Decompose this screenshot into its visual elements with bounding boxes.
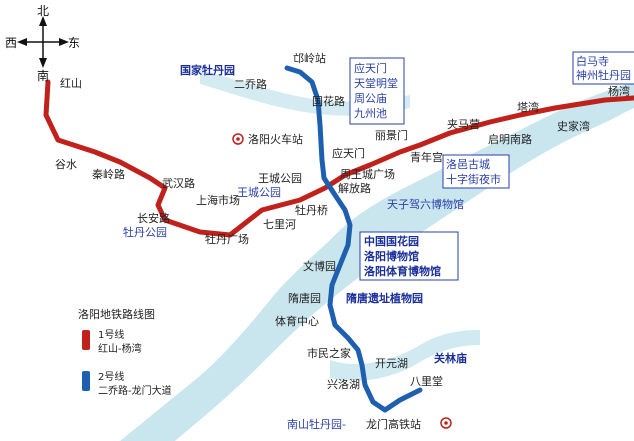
svg-text:中国国花园: 中国国花园 [364, 234, 419, 248]
station-label: 武汉路 [162, 177, 195, 190]
station-label: 国花路 [312, 95, 345, 108]
station-label: 塔湾 [517, 100, 539, 114]
train-station-icon [232, 133, 244, 145]
svg-text:神州牡丹园: 神州牡丹园 [576, 68, 631, 82]
station-label: 夹马营 [447, 117, 480, 131]
compass-south: 南 [37, 68, 49, 83]
station-label: 青年宫 [410, 150, 443, 164]
station-label: 史家湾 [557, 119, 590, 133]
station-label: 秦岭路 [92, 167, 125, 181]
compass-east: 东 [68, 36, 80, 50]
station-label: 兴洛湖 [327, 377, 360, 391]
station-label: 解放路 [338, 181, 371, 195]
station-label: 八里堂 [410, 375, 443, 388]
line2-labels: 二乔路 邙岭站 国花路 应天门 解放路 牡丹桥 文博园 隋唐园 体育中心 市民之… [234, 51, 443, 431]
box-yingtianmen: 应天门 天堂明堂 周公庙 九州池 [349, 57, 405, 125]
landmark-label: 关林庙 [434, 351, 467, 365]
station-label: 牡丹广场 [205, 232, 249, 246]
landmark-label: 天子驾六博物馆 [387, 197, 464, 211]
station-label: 二乔路 [234, 78, 267, 91]
compass-west: 西 [5, 36, 17, 50]
legend-line2-name: 2号线 [98, 370, 124, 383]
station-label: 市民之家 [307, 346, 351, 360]
legend-line1-swatch [82, 330, 90, 350]
landmark-label: 洛阳火车站 [248, 132, 303, 146]
station-label: 谷水 [55, 158, 77, 171]
svg-text:十字街夜市: 十字街夜市 [446, 172, 501, 186]
legend-title: 洛阳地铁路线图 [78, 307, 155, 321]
station-label: 体育中心 [275, 314, 319, 328]
station-label: 应天门 [332, 146, 365, 160]
station-label: 丽景门 [375, 128, 408, 142]
legend: 洛阳地铁路线图 1号线 红山-杨湾 2号线 二乔路-龙门大道 [78, 307, 172, 397]
compass: 北 南 西 东 [5, 4, 80, 83]
line2-route [284, 65, 423, 413]
station-label: 邙岭站 [293, 51, 326, 65]
svg-text:周公庙: 周公庙 [354, 91, 387, 105]
compass-north: 北 [37, 4, 49, 18]
line1-labels: 红山 谷水 秦岭路 武汉路 长安路 上海市场 牡丹广场 七里河 王城公园 周王城… [55, 77, 630, 246]
svg-text:应天门: 应天门 [354, 61, 387, 75]
station-label: 长安路 [137, 211, 170, 225]
box-baimasi: 白马寺 神州牡丹园 [572, 51, 634, 85]
legend-line1-route: 红山-杨湾 [98, 342, 142, 355]
box-luoyi: 洛邑古城 十字街夜市 [442, 154, 510, 189]
station-label: 杨湾 [608, 84, 630, 98]
train-station-icon [440, 417, 452, 429]
landmark-label: 王城公园 [237, 186, 281, 199]
station-label: 龙门高铁站 [366, 417, 421, 431]
station-label: 开元湖 [375, 357, 408, 370]
svg-text:九州池: 九州池 [354, 107, 387, 120]
river-south [330, 330, 480, 381]
station-label: 上海市场 [196, 193, 240, 207]
svg-text:天堂明堂: 天堂明堂 [354, 77, 398, 90]
legend-line1-name: 1号线 [98, 328, 124, 341]
station-label: 红山 [60, 77, 82, 90]
svg-text:洛阳博物馆: 洛阳博物馆 [364, 249, 419, 263]
landmark-label: 国家牡丹园 [180, 63, 235, 77]
station-label: 文博园 [303, 259, 336, 273]
station-label: 王城公园 [258, 172, 302, 185]
station-label: 隋唐园 [288, 291, 321, 305]
legend-line2-swatch [82, 371, 90, 391]
svg-text:白马寺: 白马寺 [576, 54, 609, 68]
svg-text:洛邑古城: 洛邑古城 [446, 157, 490, 171]
legend-line2-route: 二乔路-龙门大道 [98, 384, 172, 397]
box-guohua: 中国国花园 洛阳博物馆 洛阳体育博物馆 [359, 231, 459, 281]
line1-route [43, 79, 634, 238]
landmark-label: 牡丹公园 [123, 225, 167, 239]
station-label: 周王城广场 [340, 167, 395, 181]
landmark-label: 隋唐遗址植物园 [346, 291, 423, 305]
station-label: 牡丹桥 [295, 203, 328, 217]
station-label: 七里河 [263, 218, 296, 231]
svg-text:洛阳体育博物馆: 洛阳体育博物馆 [364, 264, 441, 278]
landmark-label: 南山牡丹园- [287, 417, 346, 431]
station-label: 启明南路 [488, 133, 532, 146]
